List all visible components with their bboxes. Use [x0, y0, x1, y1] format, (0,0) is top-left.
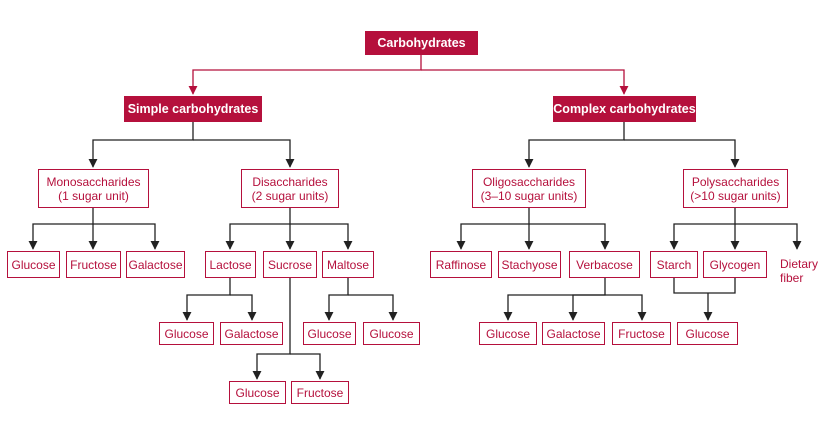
node-monosaccharides: Monosaccharides (1 sugar unit) — [38, 169, 149, 208]
node-verbacose-fructose: Fructose — [612, 322, 671, 345]
node-lactose: Lactose — [205, 251, 256, 278]
node-dietary-fiber: Dietary fiber — [780, 257, 819, 285]
node-poly-glucose: Glucose — [677, 322, 738, 345]
node-oligosaccharides: Oligosaccharides (3–10 sugar units) — [472, 169, 586, 208]
node-verbacose-galactose: Galactose — [542, 322, 605, 345]
node-starch: Starch — [650, 251, 698, 278]
node-verbacose: Verbacose — [569, 251, 640, 278]
node-maltose-glucose-1: Glucose — [303, 322, 356, 345]
node-mono-glucose: Glucose — [7, 251, 60, 278]
node-mono-fructose: Fructose — [66, 251, 121, 278]
node-disaccharides: Disaccharides (2 sugar units) — [241, 169, 339, 208]
node-lactose-glucose: Glucose — [159, 322, 214, 345]
node-verbacose-glucose: Glucose — [479, 322, 537, 345]
node-stachyose: Stachyose — [498, 251, 561, 278]
node-glycogen: Glycogen — [703, 251, 767, 278]
node-maltose-glucose-2: Glucose — [363, 322, 420, 345]
node-polysaccharides: Polysaccharides (>10 sugar units) — [683, 169, 788, 208]
node-maltose: Maltose — [322, 251, 374, 278]
node-sucrose-fructose: Fructose — [291, 381, 349, 404]
node-sucrose-glucose: Glucose — [229, 381, 286, 404]
node-sucrose: Sucrose — [263, 251, 317, 278]
node-raffinose: Raffinose — [430, 251, 492, 278]
node-lactose-galactose: Galactose — [220, 322, 283, 345]
node-mono-galactose: Galactose — [126, 251, 185, 278]
node-carbohydrates: Carbohydrates — [365, 31, 478, 55]
node-simple-carbohydrates: Simple carbohydrates — [124, 96, 262, 122]
node-complex-carbohydrates: Complex carbohydrates — [553, 96, 696, 122]
